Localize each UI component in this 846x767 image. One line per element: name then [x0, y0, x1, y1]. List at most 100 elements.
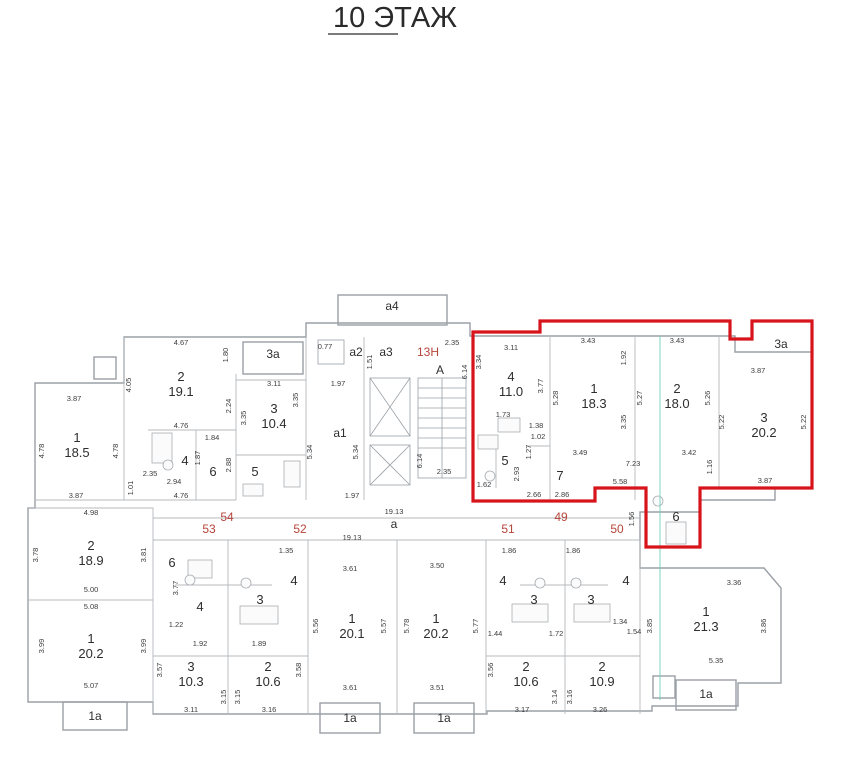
dimension-label: 2.93 [512, 467, 521, 482]
room-number: 3 [270, 401, 277, 416]
room-area: 20.2 [423, 626, 448, 641]
room-number: 2 [522, 659, 529, 674]
dimension-label: 3.11 [184, 705, 198, 714]
bathtub [151, 432, 173, 464]
room-area: 19.1 [168, 384, 193, 399]
dimension-label: 3.57 [155, 663, 164, 678]
room-number: 3 [256, 592, 263, 607]
stair-core [317, 339, 467, 486]
space-label: а1 [333, 426, 347, 440]
dimension-label: 1.73 [496, 410, 511, 419]
dimension-label: 1.87 [193, 451, 202, 466]
room-number: 3 [760, 410, 767, 425]
dimension-labels: 4.67 1.80 4.05 2.24 4.76 3.87 4.78 4.78 … [31, 336, 808, 714]
dimension-label: 2.94 [167, 477, 182, 486]
sink [187, 559, 213, 579]
dimension-label: 3.78 [31, 548, 40, 563]
apartment-number: 50 [610, 522, 624, 536]
room-number: 2 [673, 381, 680, 396]
room-number: 6 [209, 464, 216, 479]
dimension-label: 5.34 [351, 445, 360, 460]
room-area: 10.6 [513, 674, 538, 689]
dimension-label: 1.62 [477, 480, 492, 489]
dimension-label: 3.35 [291, 393, 300, 408]
room-area: 10.9 [589, 674, 614, 689]
dimension-label: 6.14 [460, 365, 469, 380]
room-number: 4 [196, 599, 203, 614]
apartment-number: 52 [293, 522, 307, 536]
apartment-number: 13Н [417, 345, 439, 359]
dimension-label: 19.13 [343, 533, 362, 542]
dimension-label: 1.44 [488, 629, 503, 638]
dimension-label: 1.35 [279, 546, 294, 555]
dimension-label: 3.61 [343, 683, 358, 692]
room-number: 4 [499, 573, 506, 588]
dimension-label: 3.42 [682, 448, 697, 457]
dimension-label: 5.22 [717, 415, 726, 430]
dimension-label: 2.35 [437, 467, 452, 476]
dimension-label: 3.16 [262, 705, 277, 714]
dimension-label: 3.87 [69, 491, 84, 500]
dimension-label: 3.16 [565, 690, 574, 705]
balcony-1a-2 [319, 702, 381, 734]
bathtub [665, 521, 687, 545]
apartment-number: 49 [554, 510, 568, 524]
room-area: 20.2 [78, 646, 103, 661]
room-area: 10.3 [178, 674, 203, 689]
dimension-label: 4.78 [37, 444, 46, 459]
room-number: 1 [87, 631, 94, 646]
space-label: 1а [88, 709, 102, 723]
room-area: 18.3 [581, 396, 606, 411]
dimension-label: 3.87 [67, 394, 82, 403]
dimension-label: 3.35 [619, 415, 628, 430]
dimension-label: 3.85 [645, 619, 654, 634]
bathtub [283, 460, 301, 488]
dimension-label: 1.02 [531, 432, 546, 441]
dimension-label: 2.66 [527, 490, 542, 499]
dimension-label: 3.11 [504, 343, 518, 352]
space-label: 1а [437, 711, 451, 725]
dimension-label: 4.05 [124, 378, 133, 393]
room-number: 7 [556, 468, 563, 483]
dimension-label: 3.58 [294, 663, 303, 678]
room-number: 4 [290, 573, 297, 588]
room-number: 3 [187, 659, 194, 674]
dimension-label: 1.89 [252, 639, 267, 648]
dimension-label: 5.77 [471, 619, 480, 634]
bathtub [242, 483, 264, 497]
dimension-label: 7.23 [626, 459, 641, 468]
space-label: 3а [266, 347, 280, 361]
room-number: 3 [530, 592, 537, 607]
dimension-label: 3.17 [515, 705, 530, 714]
dimension-label: 2.88 [224, 458, 233, 473]
balcony-1a-4 [675, 679, 737, 711]
balcony-1a-1 [62, 701, 128, 731]
room-area: 18.9 [78, 553, 103, 568]
dimension-label: 3.61 [343, 564, 358, 573]
dimension-label: 1.92 [193, 639, 208, 648]
dimension-label: 5.27 [635, 391, 644, 406]
dimension-label: 1.86 [502, 546, 517, 555]
room-number: 3 [587, 592, 594, 607]
dimension-label: 5.34 [305, 445, 314, 460]
bay-window-left [93, 356, 117, 380]
dimension-label: 1.34 [613, 617, 628, 626]
dimension-label: 3.99 [37, 639, 46, 654]
dimension-label: 6.14 [415, 454, 424, 469]
dimension-label: 5.57 [379, 619, 388, 634]
dimension-label: 1.56 [627, 512, 636, 527]
labels: 13Н 54 53 52 51 49 50 а4 а2 а3 а1 А а 3а… [88, 299, 788, 725]
space-label: а4 [385, 299, 399, 313]
floor-title: 10 ЭТАЖ [333, 2, 457, 34]
dimension-label: 2.35 [143, 469, 158, 478]
selected-apartment-outline [471, 319, 814, 549]
dimension-label: 3.49 [573, 448, 588, 457]
room-number: 6 [672, 509, 679, 524]
dimension-label: 3.15 [233, 690, 242, 705]
room-number: 2 [177, 369, 184, 384]
room-area: 10.6 [255, 674, 280, 689]
dimension-label: 1.86 [566, 546, 581, 555]
room-area: 10.4 [261, 416, 286, 431]
dimension-label: 2.35 [445, 338, 460, 347]
bathtub [511, 603, 549, 623]
